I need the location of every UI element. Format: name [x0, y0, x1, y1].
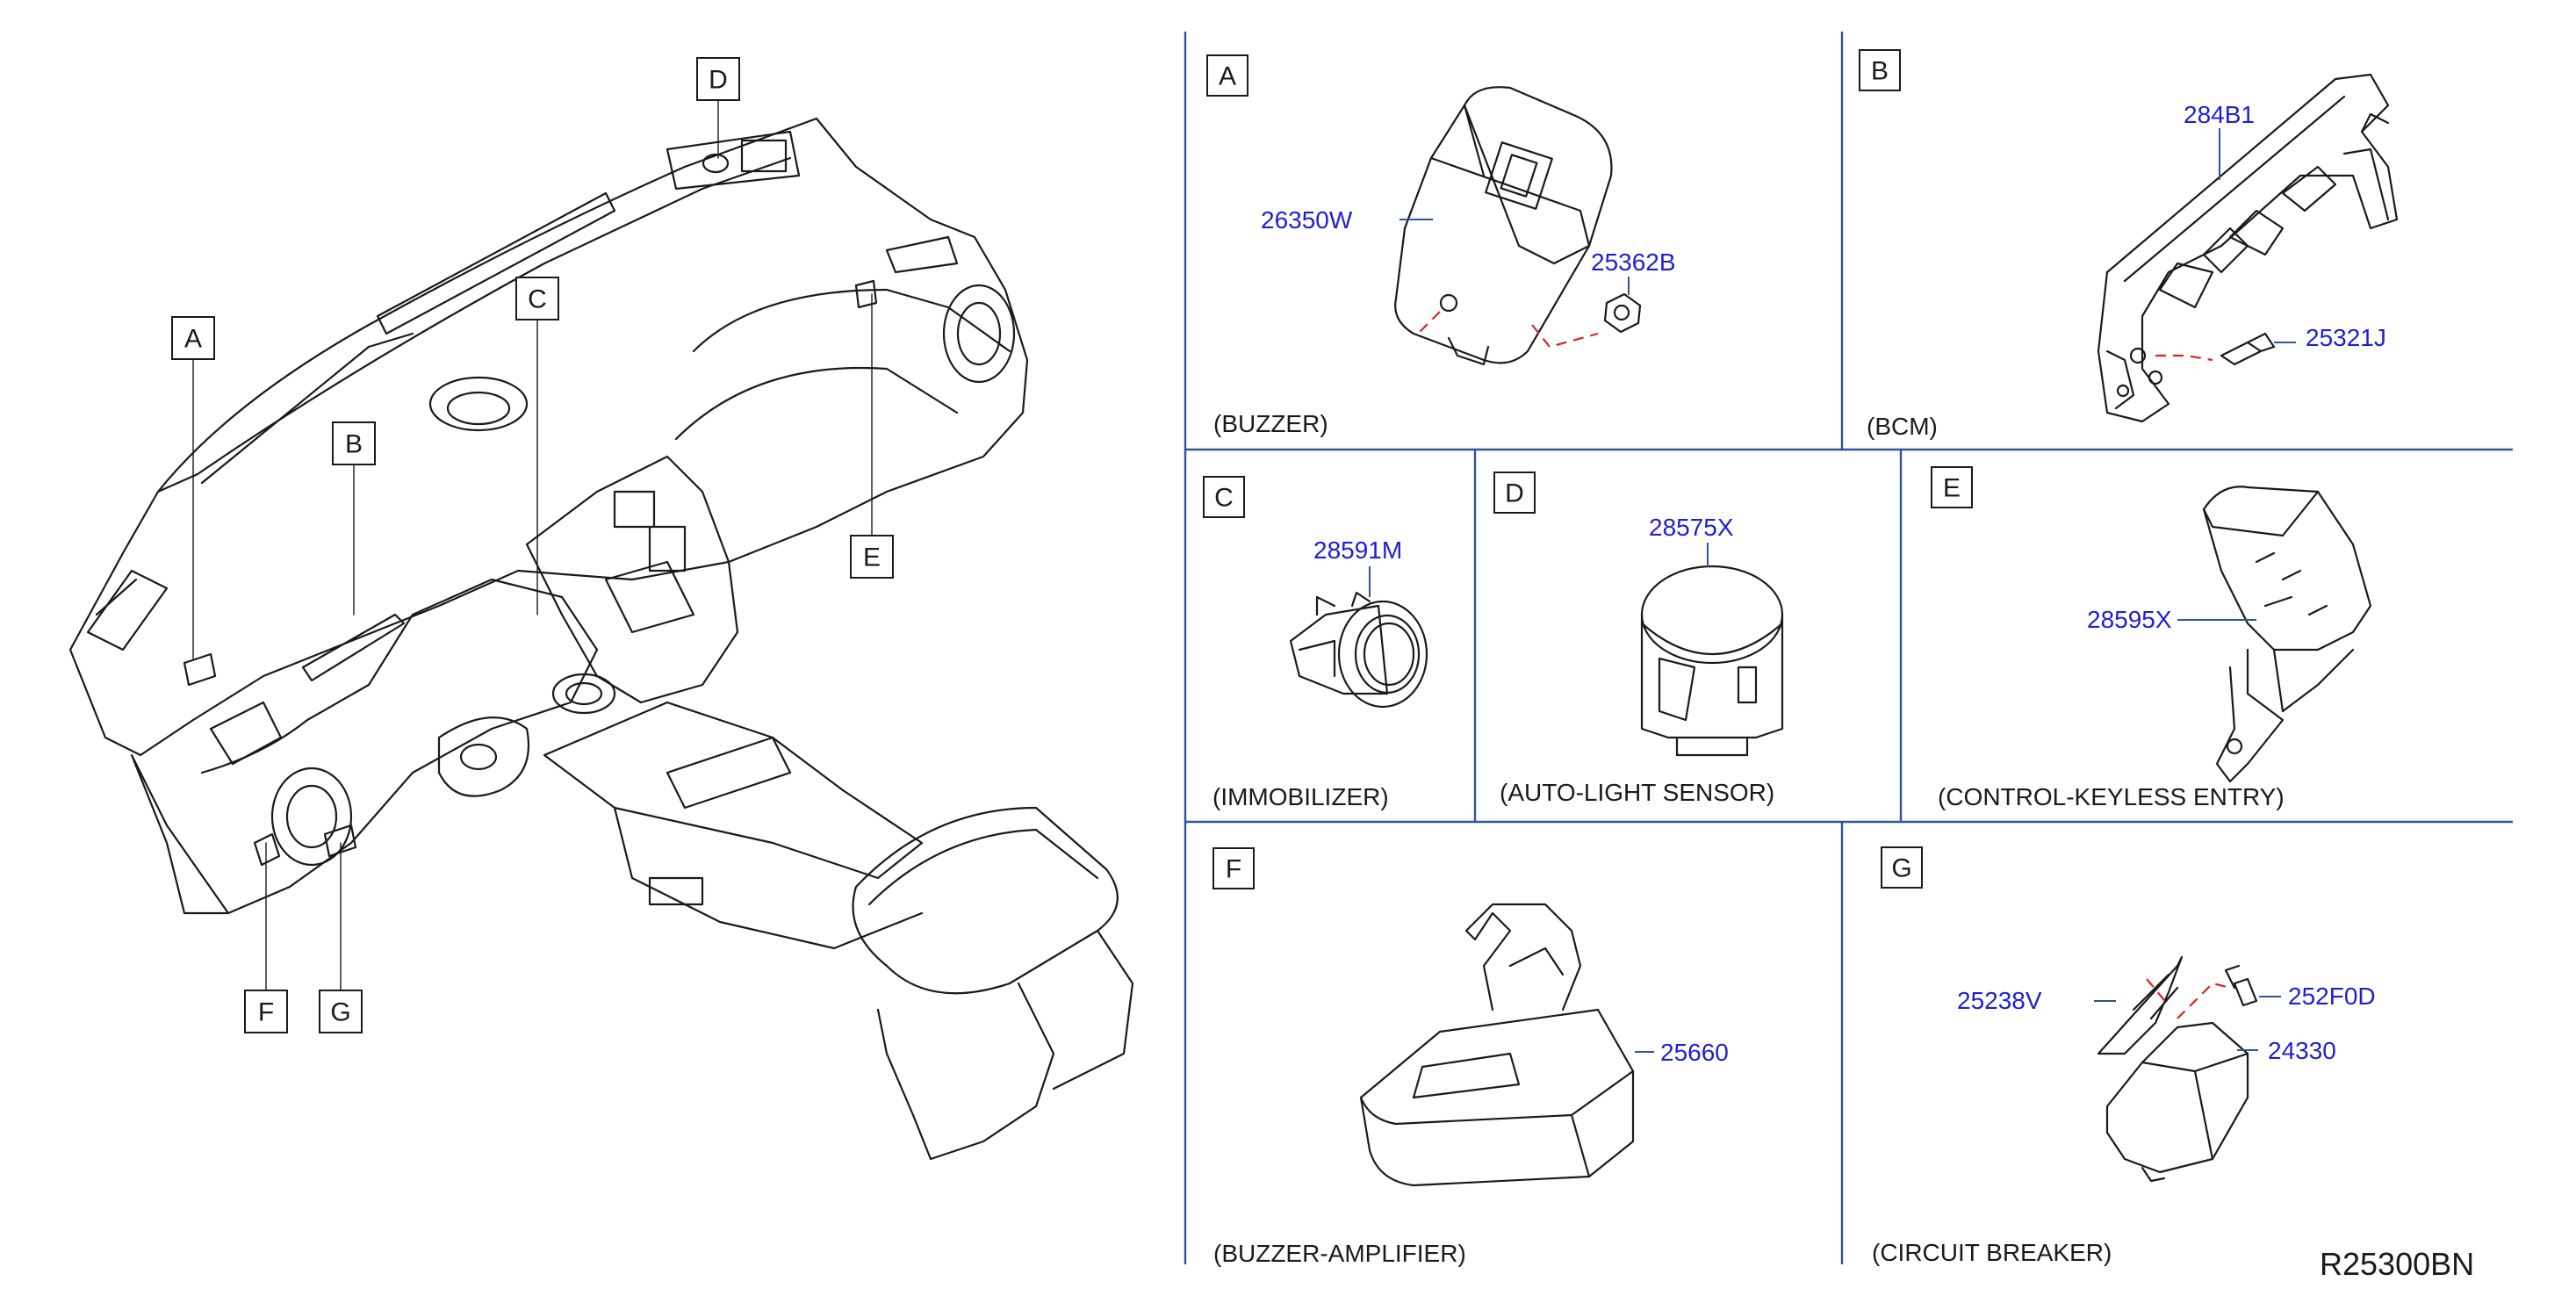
part-25660: 25660 [1660, 1039, 1729, 1066]
part-25238v: 25238V [1957, 987, 2042, 1014]
panel-grid [1184, 32, 2513, 1264]
panel-a: A (BUZZER) 26350W 25362B [1206, 54, 1676, 437]
panel-d-letter: D [1505, 479, 1524, 508]
part-26350w: 26350W [1261, 206, 1353, 234]
overview-callouts: A B C D E F G [171, 57, 894, 1033]
panel-g-letter: G [1891, 854, 1911, 883]
panel-b-caption: (BCM) [1867, 413, 1938, 440]
part-28591m: 28591M [1313, 536, 1402, 564]
callout-b-label: B [345, 430, 363, 459]
part-25321j: 25321J [2306, 324, 2386, 351]
panel-d: D (AUTO-LIGHT SENSOR) 28575X [1493, 472, 1784, 806]
panel-e: E (CONTROL-KEYLESS ENTRY) 28595X [1931, 466, 2372, 810]
panel-g-caption: (CIRCUIT BREAKER) [1872, 1239, 2112, 1266]
dashboard-overview-illustration [68, 117, 1134, 1161]
panel-d-caption: (AUTO-LIGHT SENSOR) [1500, 779, 1774, 806]
callout-d-label: D [709, 66, 728, 95]
panel-f: F (BUZZER-AMPLIFIER) 25660 [1212, 847, 1729, 1267]
callout-e-label: E [863, 544, 881, 572]
panel-a-caption: (BUZZER) [1213, 410, 1328, 437]
panel-f-caption: (BUZZER-AMPLIFIER) [1213, 1240, 1466, 1267]
part-252f0d: 252F0D [2288, 983, 2376, 1010]
diagram-reference-code: R25300BN [2320, 1246, 2474, 1282]
part-24330: 24330 [2268, 1037, 2336, 1064]
callout-c-label: C [528, 285, 547, 314]
part-25362b: 25362B [1591, 248, 1676, 276]
callout-a-label: A [184, 325, 202, 354]
panel-b: B (BCM) 25321J 284B1 [1859, 49, 2399, 440]
part-28575x: 28575X [1649, 514, 1734, 541]
panel-e-letter: E [1943, 474, 1961, 503]
part-28595x: 28595X [2087, 606, 2172, 633]
callout-g-label: G [330, 998, 350, 1027]
panel-c: C (IMMOBILIZER) 28591M [1203, 476, 1428, 810]
panel-f-letter: F [1226, 855, 1241, 884]
panel-b-letter: B [1871, 57, 1889, 86]
panel-g: G (CIRCUIT BREAKER) 252F0D 24330 25238V [1872, 846, 2376, 1266]
panel-a-letter: A [1219, 62, 1236, 91]
callout-f-label: F [258, 998, 274, 1027]
panel-e-caption: (CONTROL-KEYLESS ENTRY) [1938, 783, 2285, 810]
panel-c-caption: (IMMOBILIZER) [1212, 783, 1389, 810]
part-284b1: 284B1 [2184, 101, 2255, 128]
panel-c-letter: C [1214, 484, 1234, 513]
